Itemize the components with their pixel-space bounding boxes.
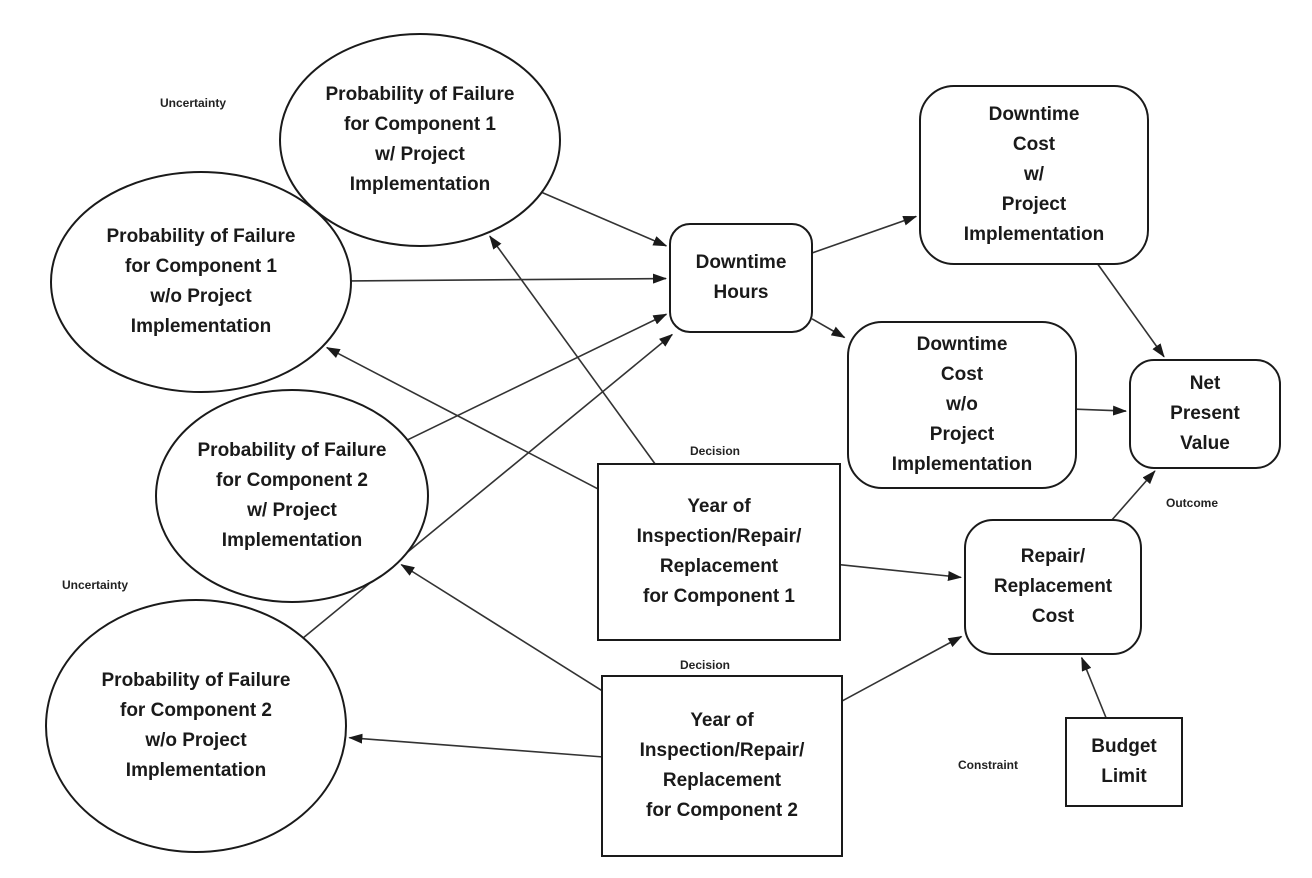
- node-pof2-with-line: Implementation: [222, 530, 362, 551]
- node-pof1-with-line: Implementation: [350, 174, 490, 195]
- node-pof2-without: Probability of Failure for Component 2 w/o…: [45, 599, 347, 853]
- node-dc-with-line: Downtime: [989, 104, 1080, 125]
- arrow-downtime-hours-to-dc-without: [811, 318, 846, 339]
- node-pof1-with-line: Probability of Failure: [326, 84, 515, 105]
- arrow-pof1-with-to-downtime-hours: [541, 191, 668, 247]
- tag-outcome: Outcome: [1166, 496, 1218, 510]
- node-year2-line: for Component 2: [646, 800, 798, 821]
- node-year1-line: Year of: [687, 496, 751, 517]
- node-pof1-without-shape: [50, 171, 352, 393]
- node-pof2-with-line: Probability of Failure: [198, 440, 387, 461]
- arrow-dc-without-to-npv: [1075, 405, 1128, 416]
- node-dc-with-line: Cost: [1013, 134, 1056, 155]
- edges: [302, 191, 1165, 758]
- node-pof2-without-line: Probability of Failure: [102, 670, 291, 691]
- node-pof2-with-shape: [155, 389, 429, 603]
- node-npv-line: Present: [1170, 403, 1240, 424]
- arrow-year1-to-pof1-with: [489, 235, 656, 465]
- node-downtime-hours-line: Downtime: [696, 252, 787, 273]
- arrow-budget-to-repair-cost: [1080, 656, 1107, 719]
- node-pof1-without-line: Probability of Failure: [107, 226, 296, 247]
- node-budget-line: Limit: [1101, 766, 1147, 787]
- node-year2-line: Year of: [690, 710, 754, 731]
- node-pof1-with-line: w/ Project: [374, 144, 465, 165]
- node-pof1-without: Probability of Failure for Component 1 w/o…: [50, 171, 352, 393]
- node-dc-with-line: Implementation: [964, 224, 1104, 245]
- node-npv-line: Net: [1190, 373, 1221, 394]
- node-year1-line: Replacement: [660, 556, 779, 577]
- node-pof2-with-line: for Component 2: [216, 470, 368, 491]
- node-pof1-without-line: w/o Project: [149, 286, 252, 307]
- tags: UncertaintyUncertaintyDecisionDecisionOu…: [62, 96, 1218, 772]
- node-npv-line: Value: [1180, 433, 1230, 454]
- node-dc-with-shape: [919, 85, 1149, 265]
- node-dc-without-line: Project: [930, 424, 995, 445]
- tag-uncertainty-1: Uncertainty: [160, 96, 226, 110]
- tag-decision-2: Decision: [680, 658, 730, 672]
- node-pof1-with-line: for Component 1: [344, 114, 496, 135]
- arrow-year2-to-pof2-with: [400, 563, 603, 692]
- node-repair-cost-shape: [964, 519, 1142, 655]
- arrow-year1-to-pof1-without: [325, 346, 599, 490]
- arrow-downtime-hours-to-dc-with: [811, 215, 918, 254]
- node-budget-line: Budget: [1091, 736, 1157, 757]
- node-dc-with-line: Project: [1002, 194, 1067, 215]
- node-pof2-with: Probability of Failure for Component 2 w/ …: [155, 389, 429, 603]
- node-pof2-without-line: w/o Project: [144, 730, 247, 751]
- node-pof2-without-shape: [45, 599, 347, 853]
- node-repair-cost-line: Repair/: [1021, 546, 1086, 567]
- node-pof2-without-line: Implementation: [126, 760, 266, 781]
- node-year1-line: for Component 1: [643, 586, 795, 607]
- node-dc-with-line: w/: [1023, 164, 1045, 185]
- arrow-year1-to-repair-cost: [839, 563, 963, 581]
- node-npv-shape: [1129, 359, 1281, 469]
- arrow-pof2-without-to-downtime-hours: [302, 333, 673, 639]
- tag-constraint: Constraint: [958, 758, 1018, 772]
- arrow-repair-cost-to-npv: [1111, 470, 1156, 521]
- node-downtime-hours-shape: [669, 223, 813, 333]
- node-pof2-without-line: for Component 2: [120, 700, 272, 721]
- arrow-year2-to-repair-cost: [841, 635, 963, 702]
- node-year2-shape: [601, 675, 843, 857]
- nodes: Probability of Failure for Component 1 w/ …: [45, 33, 1281, 857]
- node-year2: Year of Inspection/Repair/Replacement for …: [601, 675, 843, 857]
- node-repair-cost-line: Cost: [1032, 606, 1075, 627]
- node-year2-line: Replacement: [663, 770, 782, 791]
- node-pof2-with-line: w/ Project: [246, 500, 337, 521]
- node-repair-cost-line: Replacement: [994, 576, 1113, 597]
- node-dc-without-line: Implementation: [892, 454, 1032, 475]
- arrow-year2-to-pof2-without: [348, 733, 603, 758]
- arrow-pof2-with-to-downtime-hours: [407, 313, 668, 441]
- node-downtime-hours-line: Hours: [714, 282, 769, 303]
- node-dc-without-line: w/o: [945, 394, 978, 415]
- node-year1-line: Inspection/Repair/: [637, 526, 802, 547]
- tag-decision-1: Decision: [690, 444, 740, 458]
- tag-uncertainty-2: Uncertainty: [62, 578, 128, 592]
- node-year1-shape: [597, 463, 841, 641]
- node-pof1-with-shape: [279, 33, 561, 247]
- node-year2-line: Inspection/Repair/: [640, 740, 805, 761]
- arrow-pof1-without-to-downtime-hours: [350, 273, 668, 284]
- node-budget-shape: [1065, 717, 1183, 807]
- node-dc-without-line: Cost: [941, 364, 984, 385]
- node-year1: Year of Inspection/Repair/Replacement for …: [597, 463, 841, 641]
- node-pof1-without-line: for Component 1: [125, 256, 277, 277]
- node-dc-without-shape: [847, 321, 1077, 489]
- node-pof1-without-line: Implementation: [131, 316, 271, 337]
- node-dc-without-line: Downtime: [917, 334, 1008, 355]
- node-pof1-with: Probability of Failure for Component 1 w/ …: [279, 33, 561, 247]
- arrow-dc-with-to-npv: [1097, 263, 1165, 358]
